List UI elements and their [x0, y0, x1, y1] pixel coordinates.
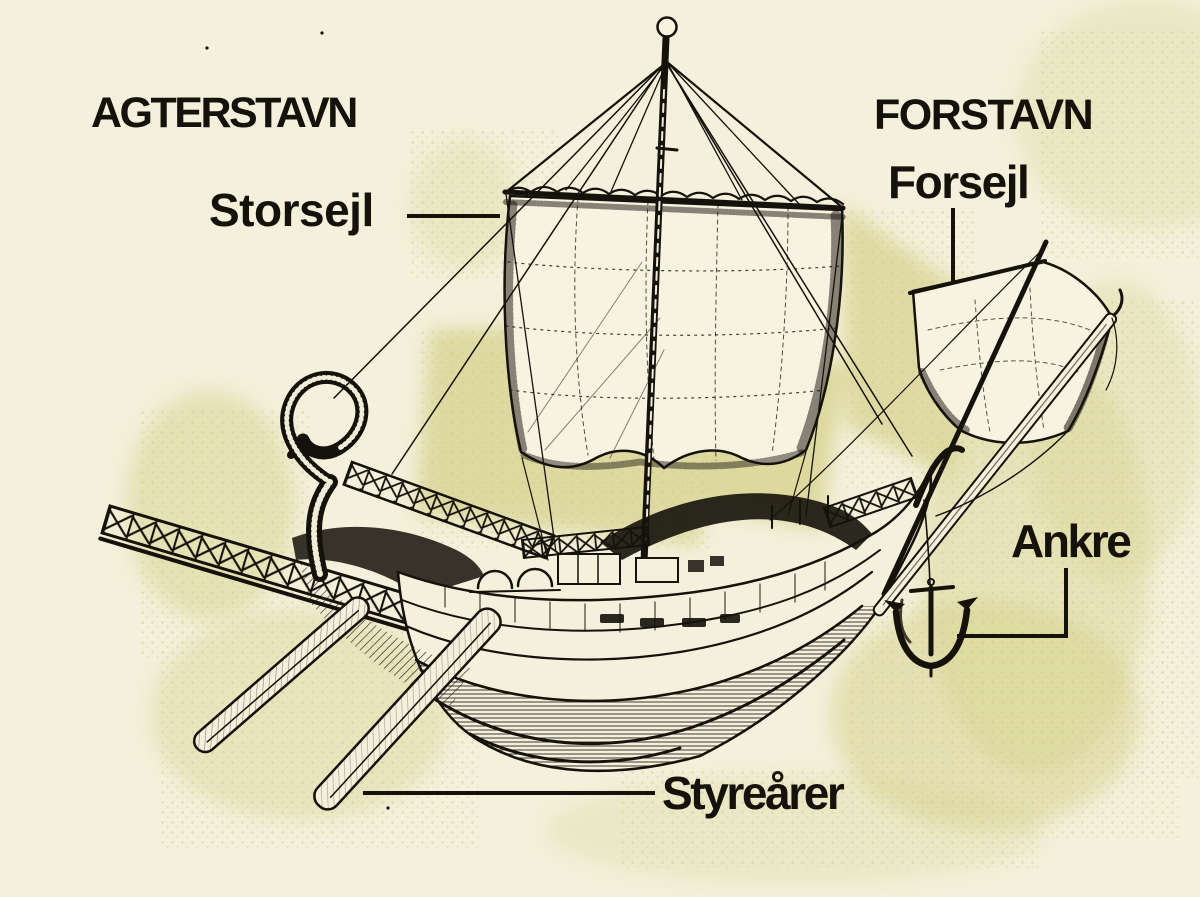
ankre-connector-line-horizontal [957, 634, 1068, 638]
deck-structures [469, 476, 919, 593]
label-forsejl: Forsejl [888, 156, 1030, 208]
label-storsejl: Storsejl [209, 184, 374, 236]
label-agterstavn: AGTERSTAVN [91, 89, 358, 137]
masthead-ball [656, 16, 678, 38]
label-styrearer: Styreårer [662, 767, 845, 819]
swan-neck-sternpost [280, 370, 369, 582]
label-forstavn: FORSTAVN [874, 91, 1094, 139]
mast [640, 16, 679, 566]
steering-oars [192, 596, 502, 811]
bowsprit-spar [872, 312, 1118, 617]
rigging-lines [333, 63, 1045, 561]
label-ankre: Ankre [1011, 515, 1132, 567]
mainsail [502, 16, 846, 566]
background-shading [125, 0, 1200, 885]
ankre-connector-line-vertical [1064, 568, 1068, 638]
storsejl-connector-line [407, 214, 500, 218]
forsejl-connector-line [951, 208, 955, 282]
foresail [872, 239, 1124, 617]
styrearer-connector-line [363, 791, 655, 795]
